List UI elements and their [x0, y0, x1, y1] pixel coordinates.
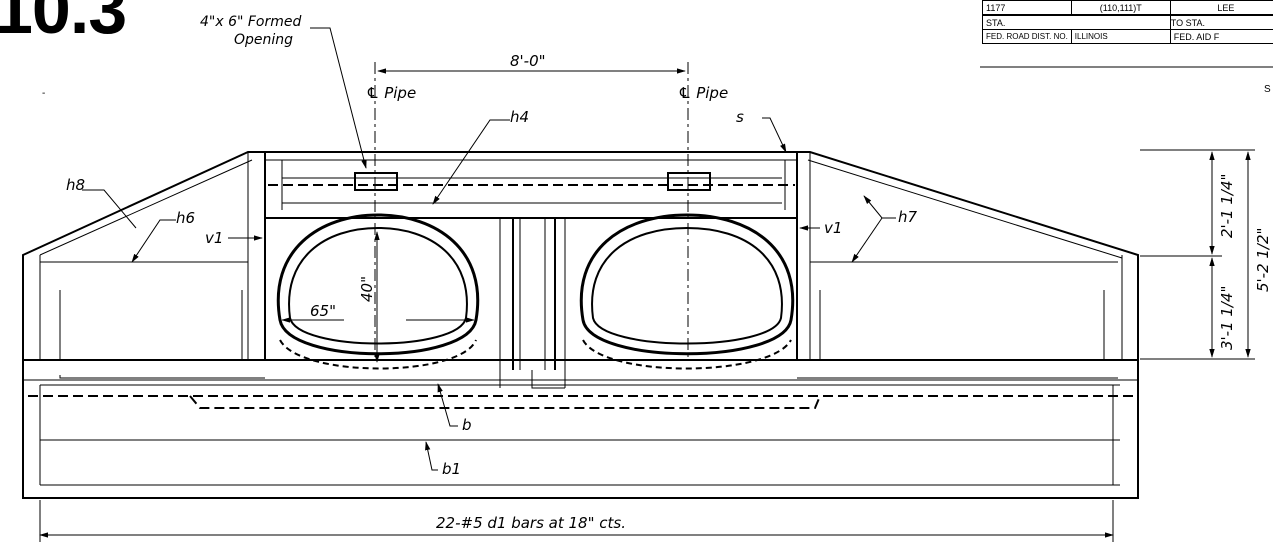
right-wingwall — [796, 151, 1139, 361]
formed-opening-right — [667, 172, 711, 191]
h4-leader — [432, 119, 510, 205]
h8-label: h8 — [66, 176, 85, 194]
pipe-span-label: 65" — [310, 302, 336, 320]
b-label: b — [462, 416, 472, 434]
s-leader — [762, 117, 787, 153]
left-wingwall — [22, 151, 266, 361]
b1-label: b1 — [442, 460, 461, 478]
pipe-spacing-label: 8'-0" — [510, 52, 546, 70]
title-block-cell: LEE — [1169, 0, 1273, 16]
pipe-rise-label: 40" — [358, 276, 376, 302]
formed-opening-leader — [310, 27, 367, 169]
h6-leader — [131, 219, 176, 263]
b1-leader — [425, 441, 438, 471]
title-block-cell: FED. ROAD DIST. NO. — [982, 29, 1072, 44]
pipe-centerline-right-label: ℄ Pipe — [678, 84, 728, 102]
h7-label: h7 — [898, 208, 918, 226]
lower-height-label: 3'-1 1/4" — [1218, 286, 1236, 350]
title-block-cell: (110,111)T — [1070, 0, 1171, 16]
footing-outline — [22, 359, 1139, 499]
s-label: s — [736, 108, 744, 126]
v1-right-label: v1 — [824, 219, 842, 237]
bottom-bars-label: 22-#5 d1 bars at 18" cts. — [436, 514, 626, 532]
formed-opening-label-line1: 4"x 6" Formed — [200, 14, 302, 30]
formed-opening-label-line2: Opening — [234, 32, 293, 48]
b-leader — [437, 383, 458, 427]
title-block-cell: FED. AID F — [1169, 29, 1273, 44]
h8-leader — [82, 189, 137, 229]
h6-label: h6 — [176, 209, 195, 227]
pipe-arch-right — [579, 213, 795, 356]
title-block: 1177 (110,111)T LEE STA. TO STA. FED. RO… — [982, 0, 1273, 44]
h7-leader-upper — [863, 195, 896, 219]
formed-opening-left — [354, 172, 398, 191]
total-height-label: 5'-2 1/2" — [1254, 228, 1272, 292]
stray-mark: - — [42, 88, 46, 99]
edge-letter: S — [1264, 84, 1271, 95]
title-block-cell: 1177 — [982, 0, 1072, 16]
upper-height-label: 2'-1 1/4" — [1218, 174, 1236, 238]
h7-leader-lower — [851, 217, 883, 263]
sheet-number-fragment: 10.3 — [0, 0, 127, 48]
pipe-centerline-left-label: ℄ Pipe — [366, 84, 416, 102]
h4-label: h4 — [510, 108, 529, 126]
v1-left-label: v1 — [205, 229, 223, 247]
pipe-arch-left — [276, 213, 480, 356]
headwall-body — [264, 151, 798, 361]
